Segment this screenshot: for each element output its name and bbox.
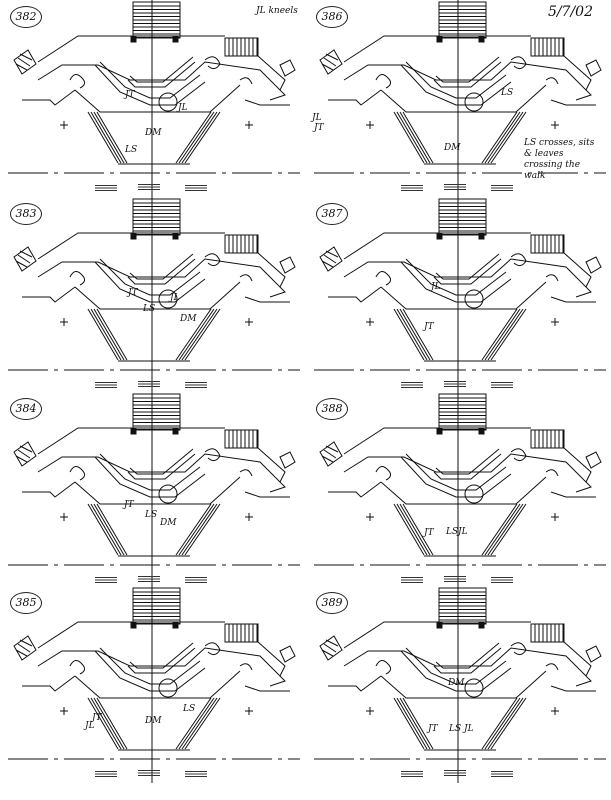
- actor-label: JT: [128, 288, 138, 298]
- panel-number: 388: [316, 398, 348, 420]
- date: 5/7/02: [547, 4, 593, 20]
- actor-label: JT: [424, 528, 434, 538]
- stage-plan: [314, 0, 606, 197]
- actor-label: DM: [444, 143, 461, 153]
- panel-number: 386: [316, 6, 348, 28]
- actor-label: DM: [448, 678, 465, 688]
- actor-label: JT: [314, 123, 324, 133]
- stage-plan: [8, 586, 300, 783]
- actor-label: JL: [85, 721, 95, 731]
- header-note: JL kneels: [256, 6, 298, 16]
- actor-label: JL: [431, 282, 441, 292]
- actor-label: LS: [125, 145, 138, 155]
- panel-number: 389: [316, 592, 348, 614]
- actor-label: LS: [501, 88, 514, 98]
- actor-label: DM: [145, 128, 162, 138]
- panel-number: 382: [10, 6, 42, 28]
- handwritten-note: LS crosses, sits & leaves crossing the w…: [524, 138, 595, 181]
- actor-label: JL: [458, 527, 468, 537]
- stage-plan: [314, 197, 606, 394]
- actor-label: JL: [312, 113, 322, 123]
- actor-label: LS: [143, 304, 156, 314]
- actor-label: JT: [124, 500, 134, 510]
- actor-label: DM: [180, 314, 197, 324]
- actor-label: DM: [145, 716, 162, 726]
- actor-label: LS: [449, 724, 462, 734]
- actor-label: LS: [145, 510, 158, 520]
- panel-number: 384: [10, 398, 42, 420]
- stage-plan: [314, 586, 606, 783]
- actor-label: JL: [178, 103, 188, 113]
- actor-label: LS: [446, 527, 459, 537]
- panel-number: 385: [10, 592, 42, 614]
- actor-label: JT: [125, 90, 135, 100]
- actor-label: JL: [464, 724, 474, 734]
- actor-label: JL: [170, 293, 180, 303]
- actor-label: LS: [183, 704, 196, 714]
- stage-plan: [314, 392, 606, 589]
- actor-label: DM: [160, 518, 177, 528]
- actor-label: JT: [424, 322, 434, 332]
- stage-plan: [8, 197, 300, 394]
- actor-label: JT: [92, 713, 102, 723]
- panel-number: 383: [10, 203, 42, 225]
- panel-number: 387: [316, 203, 348, 225]
- stage-plan: [8, 0, 300, 197]
- stage-plan: [8, 392, 300, 589]
- actor-label: JT: [428, 724, 438, 734]
